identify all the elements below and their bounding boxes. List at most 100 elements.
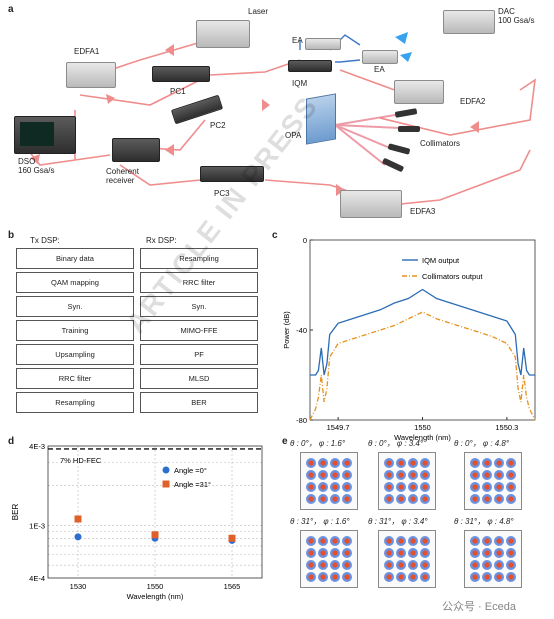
tx-dsp-step: Upsampling bbox=[16, 344, 134, 365]
rx-dsp-step: MIMO-FFE bbox=[140, 320, 258, 341]
tx-dsp-step: QAM mapping bbox=[16, 272, 134, 293]
constellation-point-inner bbox=[344, 496, 350, 502]
constellation-point-inner bbox=[496, 460, 502, 466]
constellation-point-inner bbox=[422, 484, 428, 490]
constellation-point-inner bbox=[496, 496, 502, 502]
constellation-point-inner bbox=[386, 574, 392, 580]
constellation-point-inner bbox=[410, 562, 416, 568]
x-tick-label: 1530 bbox=[70, 582, 87, 591]
rf-arrow-1 bbox=[395, 32, 408, 44]
y-tick-label: 4E-4 bbox=[29, 574, 45, 583]
constellation-point-inner bbox=[320, 496, 326, 502]
rx-dsp-header: Rx DSP: bbox=[146, 236, 177, 245]
constellation-point-inner bbox=[344, 460, 350, 466]
y-tick-label: -40 bbox=[296, 326, 307, 335]
pc3-device bbox=[200, 166, 264, 182]
constellation-point-inner bbox=[308, 472, 314, 478]
y-tick-label: 4E-3 bbox=[29, 442, 45, 451]
constellation-point-inner bbox=[332, 472, 338, 478]
constellation-diagram bbox=[378, 530, 436, 588]
constellation-point-inner bbox=[332, 484, 338, 490]
constellation-point-inner bbox=[398, 562, 404, 568]
constellation-point-inner bbox=[472, 460, 478, 466]
constellation-svg bbox=[470, 536, 516, 582]
constellation-diagram bbox=[464, 452, 522, 510]
ea2-label: EA bbox=[374, 65, 385, 74]
constellation-point-inner bbox=[320, 562, 326, 568]
collimators-output-line bbox=[309, 311, 536, 421]
constellation-title: θ : 31°， φ : 4.8° bbox=[454, 517, 514, 526]
constellation-point-inner bbox=[496, 562, 502, 568]
x-axis-label: Wavelength (nm) bbox=[394, 433, 451, 442]
constellation-point-inner bbox=[422, 496, 428, 502]
y-axis-label: Power (dB) bbox=[282, 311, 291, 349]
constellation-point-inner bbox=[472, 574, 478, 580]
legend-angle0-marker bbox=[162, 466, 170, 474]
coherent-receiver-device bbox=[112, 138, 160, 162]
constellation-point-inner bbox=[472, 538, 478, 544]
y-tick-label: -80 bbox=[296, 416, 307, 425]
constellation-point-inner bbox=[472, 472, 478, 478]
constellation-svg bbox=[384, 536, 430, 582]
ber-point-angle0 bbox=[74, 533, 82, 541]
tx-dsp-step: Training bbox=[16, 320, 134, 341]
constellation-title: θ : 0°， φ : 3.4° bbox=[368, 439, 424, 448]
y-axis-label: BER bbox=[11, 504, 20, 521]
constellation-point-inner bbox=[422, 550, 428, 556]
constellation-title: θ : 0°， φ : 1.6° bbox=[290, 439, 346, 448]
constellation-title: θ : 31°， φ : 1.6° bbox=[290, 517, 350, 526]
constellation-point-inner bbox=[386, 496, 392, 502]
coherent-receiver-line1: Coherent bbox=[106, 167, 139, 176]
y-tick-label: 1E-3 bbox=[29, 521, 45, 530]
panel-label-e: e bbox=[282, 436, 288, 447]
iqm-device bbox=[288, 60, 332, 72]
x-tick-label: 1550 bbox=[414, 423, 431, 432]
constellation-point-inner bbox=[320, 574, 326, 580]
constellation-point-inner bbox=[508, 484, 514, 490]
constellation-point-inner bbox=[508, 460, 514, 466]
constellation-point-inner bbox=[508, 472, 514, 478]
constellation-point-inner bbox=[320, 550, 326, 556]
constellation-point-inner bbox=[320, 484, 326, 490]
constellation-point-inner bbox=[410, 550, 416, 556]
x-tick-label: 1550.3 bbox=[495, 423, 518, 432]
constellation-svg bbox=[470, 458, 516, 504]
constellation-point-inner bbox=[398, 574, 404, 580]
constellation-title: θ : 31°， φ : 3.4° bbox=[368, 517, 428, 526]
tx-dsp-header: Tx DSP: bbox=[30, 236, 60, 245]
pc1-device bbox=[152, 66, 210, 82]
edfa1-device bbox=[66, 62, 116, 88]
constellation-point-inner bbox=[344, 472, 350, 478]
constellation-point-inner bbox=[386, 472, 392, 478]
edfa3-device bbox=[340, 190, 402, 218]
constellation-point-inner bbox=[410, 484, 416, 490]
ber-frame bbox=[47, 445, 263, 579]
constellation-point-inner bbox=[508, 574, 514, 580]
dac-label: DAC 100 Gsa/s bbox=[498, 7, 535, 26]
constellation-point-inner bbox=[344, 550, 350, 556]
setup-diagram bbox=[19, 32, 537, 206]
constellation-point-inner bbox=[496, 550, 502, 556]
rx-dsp-step: RRC filter bbox=[140, 272, 258, 293]
laser-device bbox=[196, 20, 250, 48]
panel-label-b: b bbox=[8, 230, 15, 241]
constellation-point-inner bbox=[398, 472, 404, 478]
rx-dsp-step: Syn. bbox=[140, 296, 258, 317]
constellation-point-inner bbox=[422, 538, 428, 544]
constellation-point-inner bbox=[410, 472, 416, 478]
ea2-device bbox=[362, 50, 398, 64]
constellation-point-inner bbox=[332, 562, 338, 568]
constellation-point-inner bbox=[344, 562, 350, 568]
constellation-point-inner bbox=[410, 538, 416, 544]
constellation-svg bbox=[384, 458, 430, 504]
ea1-label: EA bbox=[292, 36, 303, 45]
x-tick-label: 1549.7 bbox=[327, 423, 350, 432]
constellation-point-inner bbox=[484, 538, 490, 544]
legend-iqm-label: IQM output bbox=[422, 256, 460, 265]
dac-label-line2: 100 Gsa/s bbox=[498, 15, 535, 25]
edfa2-label: EDFA2 bbox=[460, 97, 486, 106]
iqm-label: IQM bbox=[292, 79, 308, 88]
legend-label: Angle =0° bbox=[174, 466, 207, 475]
